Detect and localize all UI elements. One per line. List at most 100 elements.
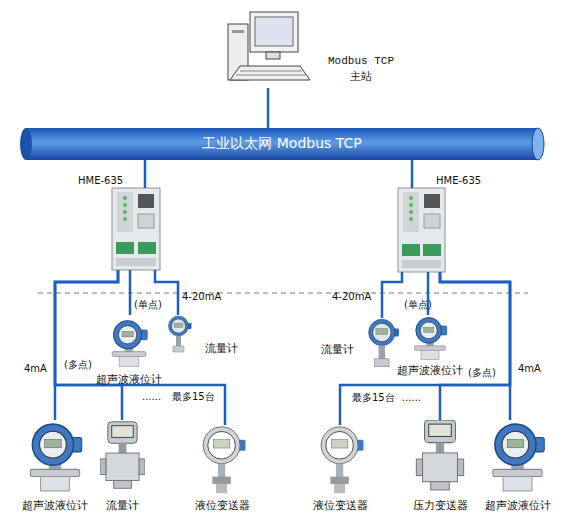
signal-wire	[144, 160, 147, 188]
note-label: (单点)	[404, 298, 432, 311]
computer-illustration	[250, 12, 298, 52]
flowmeter-symbol	[369, 319, 399, 366]
ethernet-bus-cylinder	[20, 128, 544, 160]
node-label: 超声波液位计	[79, 372, 179, 387]
node-label: 流量计	[205, 341, 255, 356]
signal-label: 4mA	[518, 362, 541, 375]
gateway-device	[402, 260, 441, 268]
node-label: 超声波液位计	[468, 498, 561, 513]
level-transmitter	[203, 427, 245, 493]
gateway-device	[116, 258, 156, 266]
level-transmitter	[321, 427, 363, 493]
gateway-device	[138, 242, 156, 254]
gateway-device	[123, 210, 127, 214]
ultrasonic-level-meter	[30, 424, 81, 491]
node-label: HME-635	[436, 173, 506, 188]
gateway-device	[403, 192, 419, 232]
node-label: 压力变送器	[390, 498, 490, 513]
ultrasonic-level-meter	[493, 424, 544, 491]
gateway-device	[409, 217, 413, 221]
gateway-device	[398, 188, 445, 272]
gateway-device	[424, 194, 440, 208]
note-label: (多点)	[64, 358, 92, 371]
instrument-box: 超声波液位计	[108, 315, 150, 370]
computer-illustration	[236, 75, 306, 76]
signal-wire	[267, 88, 270, 128]
ultrasonic-level-meter	[415, 318, 447, 360]
computer-illustration	[232, 30, 244, 33]
gateway-device	[402, 244, 420, 256]
master-station: Modbus TCP 主站	[226, 10, 416, 88]
signal-wire	[55, 270, 122, 420]
signal-wire	[440, 272, 510, 420]
computer-illustration	[230, 66, 310, 80]
gateway-device	[423, 244, 441, 256]
node-label: 流量计	[321, 342, 365, 357]
gateway-device	[409, 203, 413, 207]
instrument-box: 液位变送器	[195, 425, 250, 495]
gateway-device	[409, 210, 413, 214]
gateway-device	[138, 194, 154, 208]
instrument-box: 流量计	[100, 420, 145, 492]
signal-wire	[55, 270, 118, 420]
gateway-device	[398, 188, 445, 272]
node-label: 工业以太网 Modbus TCP	[22, 136, 542, 151]
signal-label: 4-20mA	[332, 290, 371, 303]
gateway-device	[138, 214, 154, 228]
computer-illustration	[255, 17, 293, 46]
gateway-device	[117, 192, 133, 232]
computer-illustration	[240, 71, 302, 72]
node-label: 液位变送器	[173, 498, 273, 513]
ultrasonic-level-meter	[112, 321, 147, 367]
gateway-device	[424, 214, 440, 228]
instrument-box: 流量计	[163, 315, 195, 353]
note-label: ......	[142, 390, 161, 403]
gateway-device	[112, 188, 160, 270]
signal-wire	[440, 272, 510, 420]
pressure-transmitter	[416, 420, 463, 490]
node-label: 超声波液位计	[5, 498, 105, 513]
note-label: (多点)	[468, 366, 496, 379]
signal-wire	[382, 272, 402, 318]
instrument-box: 超声波液位计	[20, 420, 90, 492]
note-label: 最多15台	[352, 391, 395, 404]
gateway-device	[116, 242, 134, 254]
flowmeter-symbol	[169, 316, 192, 352]
ethernet-bus-cylinder	[532, 128, 544, 160]
instrument-box: 液位变送器	[313, 425, 368, 495]
instrument-box: 超声波液位计	[485, 420, 550, 492]
computer-illustration	[266, 52, 280, 59]
note-label: (单点)	[134, 298, 162, 311]
note-label: 最多15台	[172, 390, 215, 403]
instrument-box: 压力变送器	[410, 420, 470, 492]
node-label: Modbus TCP 主站	[321, 53, 401, 85]
gateway-box: HME-635	[398, 188, 445, 272]
signal-label: 4mA	[24, 362, 47, 375]
node-label: 液位变送器	[291, 498, 391, 513]
signal-wire	[129, 270, 132, 315]
ethernet-bus-cylinder	[20, 128, 32, 160]
instrument-box: 超声波液位计	[410, 315, 450, 360]
signal-wire	[411, 160, 414, 188]
gateway-device	[112, 188, 160, 270]
computer-illustration	[228, 12, 310, 80]
signal-label: 4-20mA	[182, 290, 221, 303]
gateway-box: HME-635	[112, 188, 160, 270]
signal-wire	[55, 270, 225, 425]
flowmeter-symbol	[100, 422, 145, 489]
separator-dashed-line	[38, 293, 528, 294]
node-label: 超声波液位计	[380, 363, 480, 378]
ethernet-bus-band: 工业以太网 Modbus TCP	[22, 128, 542, 160]
instrument-box: 流量计	[365, 318, 400, 368]
node-label: HME-635	[78, 173, 148, 188]
gateway-device	[123, 196, 127, 200]
gateway-device	[123, 203, 127, 207]
note-label: ......	[402, 391, 421, 404]
gateway-device	[409, 196, 413, 200]
node-label: 流量计	[73, 498, 173, 513]
gateway-device	[123, 217, 127, 221]
